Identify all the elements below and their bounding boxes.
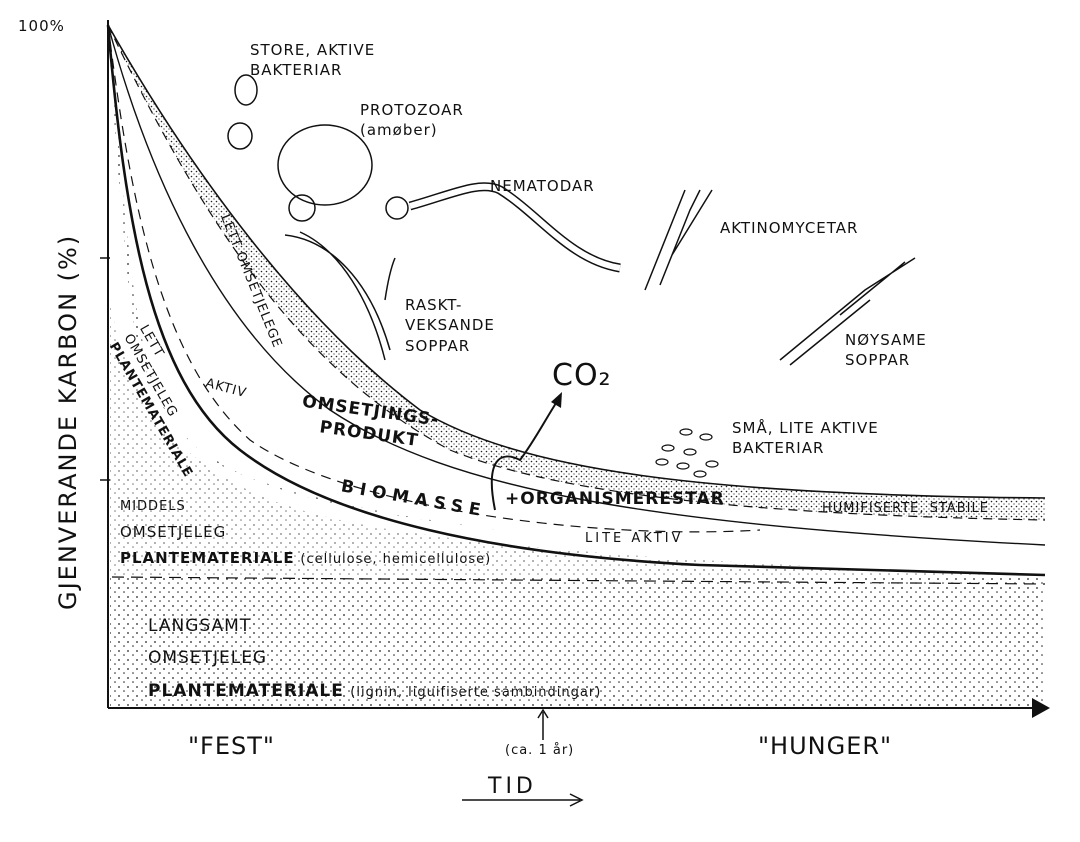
label-line: SOPPAR	[405, 336, 471, 355]
label-line: OMSETJELEG	[148, 648, 268, 669]
label-line: PLANTEMATERIALE	[148, 680, 344, 701]
hunger-label: "HUNGER"	[758, 732, 893, 760]
slow-plant-area	[110, 577, 1045, 707]
lite-aktiv-label: LITE AKTIV	[585, 531, 684, 546]
label-line: MIDDELS	[120, 499, 186, 514]
x-axis-title: TID	[488, 774, 537, 799]
label-line: SMÅ, LITE AKTIVE	[732, 419, 879, 437]
biomass-curve	[107, 24, 1046, 546]
label-line: (amøber)	[360, 121, 438, 140]
organism-sketches	[227, 74, 916, 478]
small-bacteria-label: SMÅ, LITE AKTIVE BAKTERIAR	[732, 418, 879, 459]
co2-label: CO₂	[552, 358, 612, 393]
label-line: (cellulose, hemicellulose)	[300, 552, 492, 567]
label-line: BAKTERIAR	[732, 439, 825, 458]
label-line: SOPPAR	[845, 351, 911, 370]
humifiserte-label: HUMIFISERTE, STABILE	[822, 501, 989, 516]
y-axis-max-label: 100%	[18, 17, 65, 35]
fest-label: "FEST"	[188, 732, 275, 760]
top-curve	[107, 24, 1046, 499]
middels-label: MIDDELS OMSETJELEG PLANTEMATERIALE (cellul…	[120, 492, 491, 572]
organismerestar-label: +ORGANISMERESTAR	[505, 489, 725, 509]
label-line: (lignin, liguifiserte sambindingar)	[350, 684, 602, 700]
label-line: PLANTEMATERIALE	[120, 549, 295, 567]
label-line: OMSETJELEG	[120, 522, 227, 541]
label-line: STORE, AKTIVE	[250, 41, 376, 59]
big-bacteria-label: STORE, AKTIVE BAKTERIAR	[250, 40, 375, 81]
co2-arrow	[490, 399, 559, 511]
plant-curve	[106, 24, 1046, 577]
label-line: NØYSAME	[845, 331, 927, 349]
y-axis-title: GJENVERANDE KARBON (%)	[54, 233, 82, 610]
frugal-fungi-label: NØYSAME SOPPAR	[845, 330, 927, 371]
langsamt-label: LANGSAMT OMSETJELEG PLANTEMATERIALE (ligni…	[148, 610, 601, 707]
label-line: VEKSANDE	[405, 316, 495, 335]
label-line: RASKT-	[405, 296, 463, 314]
label-line: PROTOZOAR	[360, 101, 464, 119]
nematodes-label: NEMATODAR	[490, 177, 595, 195]
label-line: BAKTERIAR	[250, 61, 343, 80]
year-marker-label: (ca. 1 år)	[505, 743, 575, 758]
actinomycetes-label: AKTINOMYCETAR	[720, 219, 859, 237]
protozoa-label: PROTOZOAR (amøber)	[360, 100, 464, 141]
label-line: LANGSAMT	[148, 616, 252, 636]
